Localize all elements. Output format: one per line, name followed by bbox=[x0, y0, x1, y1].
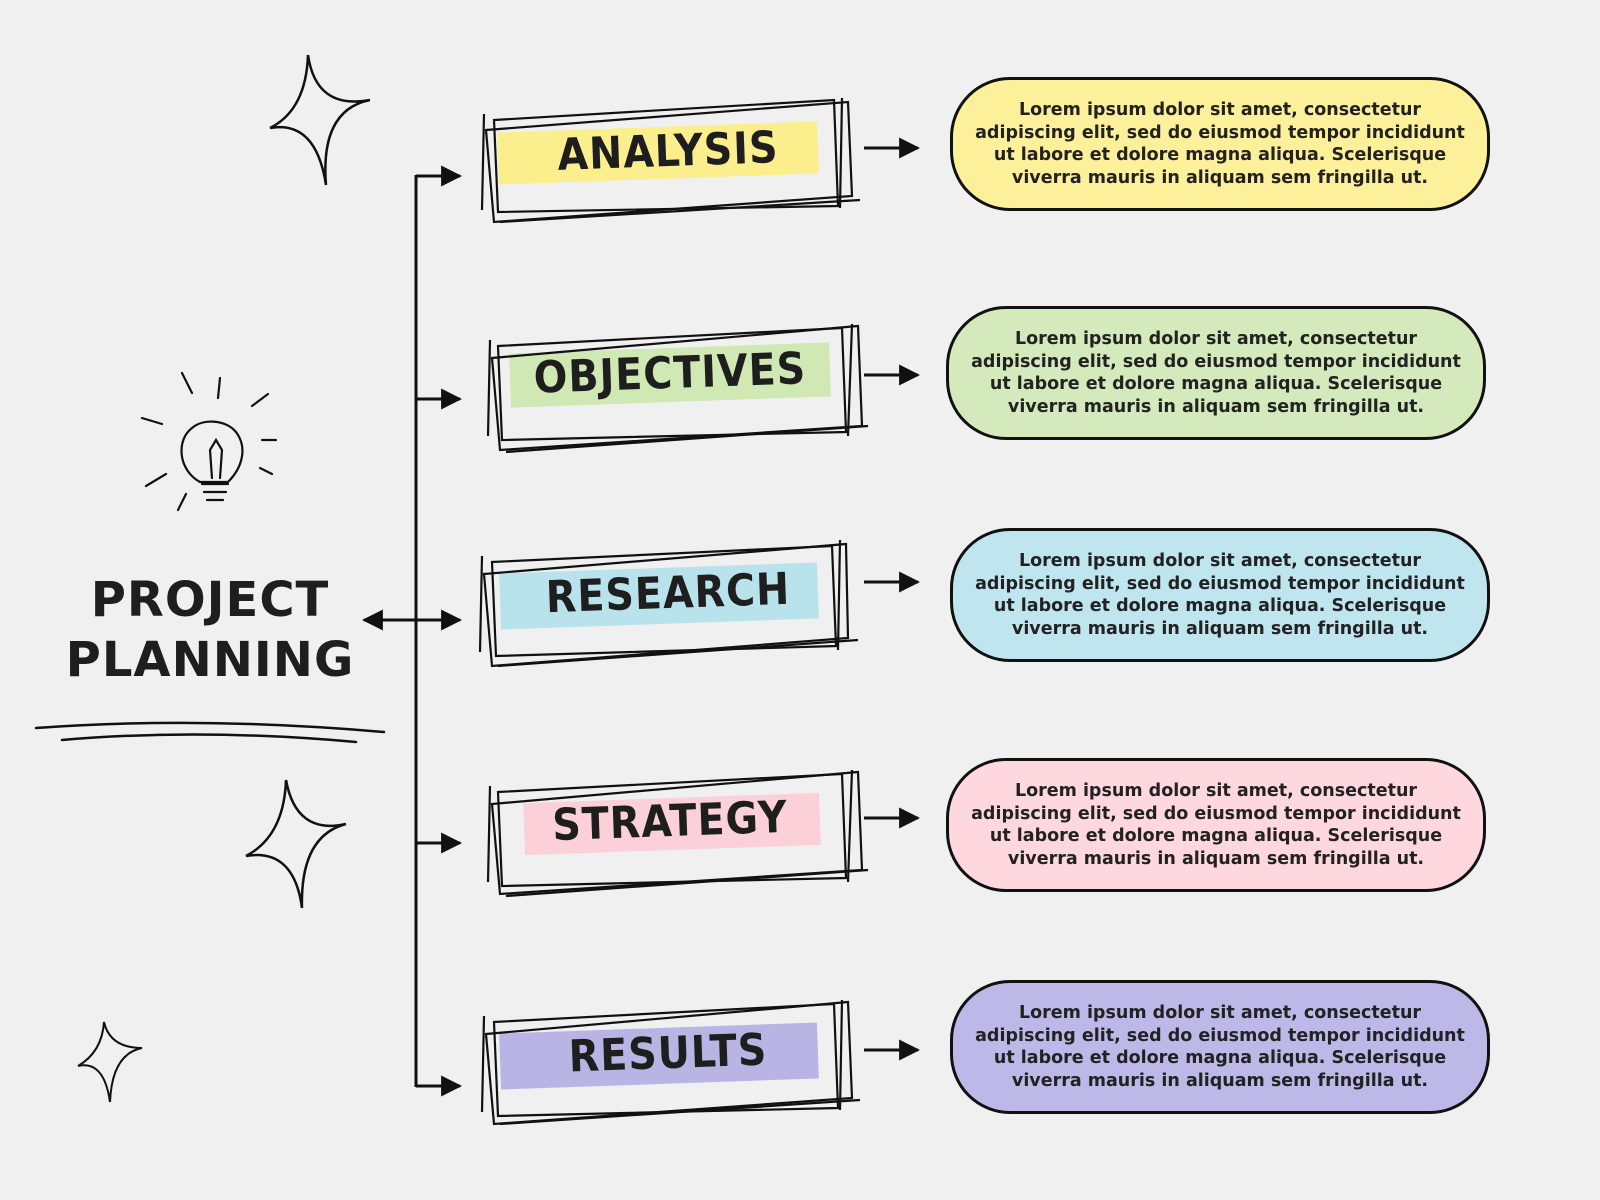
sparkle-icon bbox=[245, 779, 347, 909]
step-label-results: RESULTS bbox=[567, 1024, 769, 1083]
page-title: PROJECT PLANNING bbox=[40, 570, 380, 690]
step-frame bbox=[486, 769, 869, 898]
step-highlight bbox=[499, 562, 819, 630]
step-label-research: RESEARCH bbox=[544, 563, 792, 624]
step-frame bbox=[478, 539, 859, 668]
title-line-2: PLANNING bbox=[65, 632, 355, 688]
description-text: Lorem ipsum dolor sit amet, consectetur … bbox=[975, 1003, 1465, 1091]
step-highlight bbox=[523, 792, 821, 856]
description-box-strategy: Lorem ipsum dolor sit amet, consectetur … bbox=[946, 758, 1486, 892]
step-label-analysis: ANALYSIS bbox=[556, 122, 780, 181]
step-label-strategy: STRATEGY bbox=[551, 791, 789, 852]
step-highlight bbox=[497, 121, 819, 185]
description-box-analysis: Lorem ipsum dolor sit amet, consectetur … bbox=[950, 77, 1490, 211]
step-label-objectives: OBJECTIVES bbox=[532, 343, 808, 404]
description-box-results: Lorem ipsum dolor sit amet, consectetur … bbox=[950, 980, 1490, 1114]
title-underline bbox=[60, 733, 358, 744]
sparkle-icon bbox=[77, 1021, 143, 1103]
step-frame bbox=[486, 323, 869, 454]
lightbulb-icon bbox=[140, 371, 278, 512]
step-frame bbox=[480, 999, 861, 1126]
description-box-research: Lorem ipsum dolor sit amet, consectetur … bbox=[950, 528, 1490, 662]
description-text: Lorem ipsum dolor sit amet, consectetur … bbox=[975, 551, 1465, 639]
title-line-1: PROJECT bbox=[90, 572, 330, 628]
description-text: Lorem ipsum dolor sit amet, consectetur … bbox=[971, 329, 1461, 417]
sparkle-icon bbox=[269, 54, 371, 186]
step-frame bbox=[480, 97, 861, 224]
description-text: Lorem ipsum dolor sit amet, consectetur … bbox=[971, 781, 1461, 869]
description-box-objectives: Lorem ipsum dolor sit amet, consectetur … bbox=[946, 306, 1486, 440]
description-text: Lorem ipsum dolor sit amet, consectetur … bbox=[975, 100, 1465, 188]
step-highlight bbox=[499, 1022, 819, 1090]
step-highlight bbox=[509, 342, 831, 408]
title-underline bbox=[34, 721, 386, 734]
